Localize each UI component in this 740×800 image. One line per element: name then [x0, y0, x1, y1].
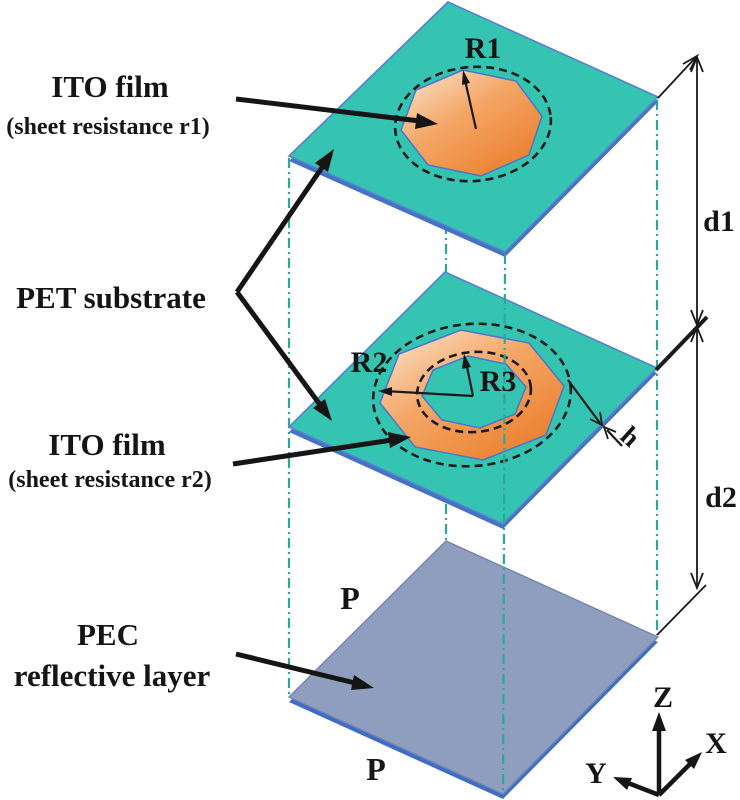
- pec-label-line1: PEC: [77, 617, 139, 652]
- ito-disc: [400, 69, 543, 177]
- ito-top-leader-arrowhead: [415, 113, 438, 129]
- h-leader-arrowhead: [602, 425, 617, 440]
- d2-arrowhead-down: [690, 572, 704, 591]
- pet-leader-arrowhead-lower: [313, 399, 332, 421]
- h-width-arrow: [567, 379, 601, 424]
- d2-arrowhead-up: [690, 324, 704, 343]
- pet-leader-arrowhead-upper: [315, 149, 334, 172]
- axis-x-label: X: [705, 727, 727, 760]
- d2-label: d2: [705, 481, 737, 514]
- ito-ring: [379, 329, 565, 461]
- dimension-lines: d1 d2: [654, 53, 737, 636]
- period-label-front: P: [366, 751, 386, 787]
- axis-y-arrowhead: [613, 777, 632, 790]
- ito-mid-label-line1: ITO film: [48, 427, 166, 462]
- h-label: h: [615, 420, 646, 452]
- ito-top-leader-line: [235, 96, 421, 124]
- axis-z-arrowhead: [652, 712, 666, 731]
- d1-d2-extension-middle: [654, 315, 709, 372]
- pec-leader-arrowhead: [351, 675, 374, 690]
- axis-z-label: Z: [653, 681, 673, 714]
- period-label-side: P: [340, 580, 360, 616]
- axis-x: [657, 760, 694, 797]
- pet-substrate-label: PET substrate: [16, 280, 206, 315]
- ito-mid-label-line2: (sheet resistance r2): [8, 467, 211, 493]
- r2-arrow: [383, 389, 474, 398]
- r1-arrowhead: [462, 70, 470, 85]
- r3-label: R3: [480, 365, 517, 398]
- axis-y-label: Y: [585, 757, 607, 790]
- pet-leader-line-lower: [234, 290, 324, 408]
- ito-top-label-line1: ITO film: [51, 69, 169, 104]
- radius-labels: R1 R2 R3 h P P: [340, 32, 646, 787]
- h-width-arrowhead: [589, 411, 604, 427]
- ito-top-label-line2: (sheet resistance r1): [6, 114, 209, 140]
- r3-arrowhead: [462, 354, 471, 369]
- r2-label: R2: [351, 346, 388, 379]
- ito-mid-leader-line: [232, 437, 393, 467]
- guide-line-bottom-corner: [501, 253, 507, 793]
- r2-dashed-circle: [371, 322, 573, 468]
- pec-plate: [287, 540, 660, 795]
- axis-y: [627, 780, 660, 798]
- h-leader-arrow: [606, 429, 623, 447]
- d2-extension-bottom: [656, 584, 707, 636]
- axis-x-arrowhead: [685, 752, 702, 769]
- pec-layer: [287, 540, 660, 799]
- d1-label: d1: [703, 205, 735, 238]
- coordinate-axes: Z X Y: [585, 681, 727, 798]
- r2-arrowhead: [378, 387, 392, 396]
- r1-dashed-circle: [393, 65, 553, 183]
- ito-mid-leader-arrowhead: [388, 432, 411, 448]
- top-pet-layer: [287, 1, 660, 257]
- r1-label: R1: [465, 32, 502, 65]
- d1-extension-arrowhead: [682, 53, 700, 71]
- d1-extension-top: [657, 55, 698, 99]
- pet-leader-line-upper: [234, 164, 326, 294]
- pec-label-line2: reflective layer: [14, 658, 211, 693]
- pec-leader-line: [235, 651, 356, 686]
- middle-pet-layer: [287, 271, 659, 529]
- middle-pet-substrate: [287, 271, 659, 525]
- r3-dashed-circle: [415, 350, 533, 434]
- layer-labels: ITO film (sheet resistance r1) PET subst…: [6, 69, 438, 693]
- r1-arrow: [463, 79, 478, 130]
